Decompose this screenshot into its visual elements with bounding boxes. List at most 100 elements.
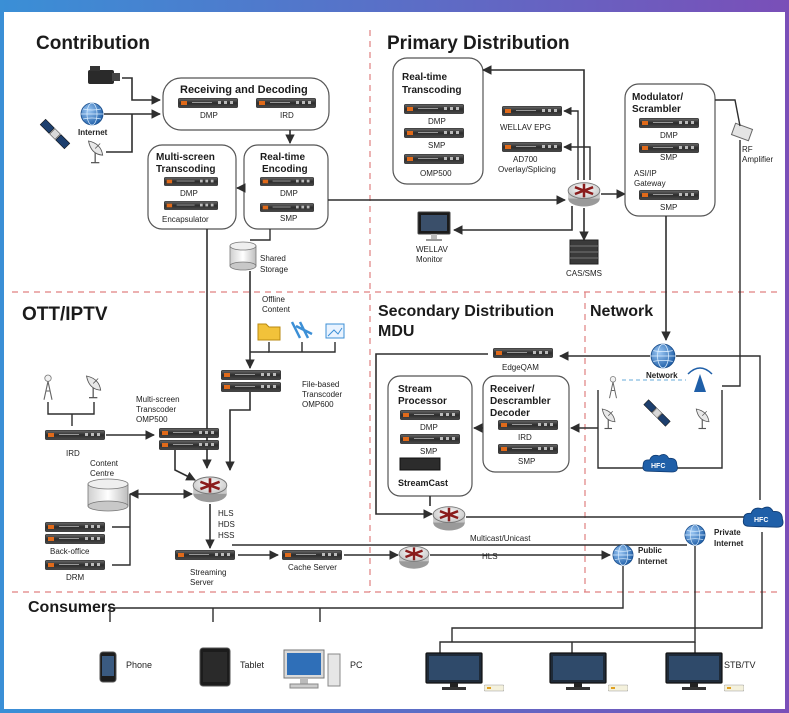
ms-dmp-rack [163, 177, 219, 186]
ms-transcoder-label-2: Transcoder [136, 405, 177, 414]
sp-dmp-rack [399, 410, 461, 420]
private-internet-label-1: Private [714, 528, 741, 537]
ms-encapsulator-label: Encapsulator [162, 215, 209, 224]
cache-server-rack [281, 550, 343, 560]
private-internet-globe-icon [684, 524, 706, 546]
ott-antenna-tower-icon [43, 374, 53, 401]
internet-globe-icon [80, 102, 104, 126]
primary-router-icon [567, 181, 601, 208]
pc-label: PC [350, 660, 363, 670]
shared-storage-icon [229, 241, 257, 271]
rtt-title-2: Transcoding [402, 85, 461, 96]
mod-dmp-rack [638, 118, 700, 128]
rte-dmp-rack [259, 177, 315, 186]
content-centre-label-2: Centre [90, 469, 115, 478]
content-centre-label-1: Content [90, 459, 119, 468]
broadcast-antenna-icon [687, 367, 713, 392]
recv-ird-label: IRD [280, 111, 294, 120]
hds-label: HDS [218, 520, 235, 529]
cas-sms-server-icon [569, 239, 599, 265]
rte-smp-label: SMP [280, 214, 297, 223]
rtt-smp-rack [403, 128, 465, 138]
rf-amplifier-label-2: Amplifier [742, 155, 773, 164]
back-office-rack-1 [44, 522, 106, 532]
section-consumers: Consumers [28, 599, 116, 616]
section-dividers [12, 30, 780, 593]
streaming-server-rack [174, 550, 236, 560]
section-mdu: MDU [378, 323, 414, 340]
rtt-title-1: Real-time [402, 72, 447, 83]
streamcast-device-icon [399, 457, 441, 471]
mod-smp-label: SMP [660, 153, 677, 162]
private-internet-label-2: Internet [714, 539, 744, 548]
shared-storage-label-1: Shared [260, 254, 286, 263]
streaming-server-label-1: Streaming [190, 568, 226, 577]
multicast-unicast-label: Multicast/Unicast [470, 534, 531, 543]
rd-title-1: Receiver/ [490, 384, 535, 395]
recv-dmp-rack [177, 98, 239, 108]
mod-title-1: Modulator/ [632, 92, 683, 103]
ott-ms-transcoder-rack-1 [158, 428, 220, 438]
pc-icon [283, 649, 341, 689]
media-files-icon [290, 321, 313, 339]
rd-smp-rack [497, 444, 559, 454]
network-region [597, 390, 723, 469]
receiving-decoding-panel [162, 77, 330, 131]
section-primary-distribution: Primary Distribution [387, 33, 570, 54]
wellav-monitor-icon [417, 211, 451, 241]
rf-amplifier-icon [730, 122, 754, 142]
mod-dmp-label: DMP [660, 131, 678, 140]
tv-icon-2 [549, 652, 607, 691]
sp-smp-label: SMP [420, 447, 437, 456]
network-globe-icon [650, 343, 676, 369]
recv-ird-rack [255, 98, 317, 108]
rd-ird-label: IRD [518, 433, 532, 442]
section-secondary-distribution: Secondary Distribution [378, 303, 554, 320]
offline-content-label-2: Content [262, 305, 291, 314]
realtime-transcoding-panel [392, 57, 484, 185]
image-file-icon [325, 323, 345, 339]
ms-encapsulator-rack [163, 201, 219, 210]
folder-icon [257, 323, 281, 341]
sp-smp-rack [399, 434, 461, 444]
stb-tv-label: STB/TV [724, 660, 756, 670]
sp-title-2: Processor [398, 396, 447, 407]
ms-dmp-label: DMP [180, 189, 198, 198]
internet-label: Internet [78, 128, 108, 137]
hfc-label-2: HFC [754, 517, 768, 524]
rd-smp-label: SMP [518, 457, 535, 466]
satellite-icon [39, 118, 71, 150]
hfc-label: HFC [651, 463, 665, 470]
asi-gateway-label-1: ASI/IP [634, 169, 657, 178]
rte-title-2: Encoding [262, 164, 308, 175]
recv-dmp-label: DMP [200, 111, 218, 120]
camera-icon [88, 66, 120, 84]
offline-content-label-1: Offline [262, 295, 286, 304]
sp-dmp-label: DMP [420, 423, 438, 432]
back-office-rack-2 [44, 534, 106, 544]
file-based-transcoder-rack [220, 370, 282, 380]
ott-ms-transcoder-rack-2 [158, 440, 220, 450]
ms-title-1: Multi-screen [156, 152, 215, 163]
rf-amplifier-label-1: RF [742, 145, 753, 154]
top-gradient-bar [0, 0, 789, 12]
monitor-label-1: WELLAV [416, 245, 449, 254]
tv-icon-3 [665, 652, 723, 691]
public-internet-label-2: Internet [638, 557, 668, 566]
tablet-icon [199, 647, 231, 687]
ms-transcoder-label-1: Multi-screen [136, 395, 180, 404]
section-ott-iptv: OTT/IPTV [22, 304, 108, 325]
edgeqam-label: EdgeQAM [502, 363, 539, 372]
network-dish-icon-1 [601, 408, 616, 430]
epg-rack [501, 106, 563, 116]
ad700-rack [501, 142, 563, 152]
satellite-dish-icon [87, 140, 104, 164]
stb-icon-3 [724, 684, 744, 692]
secondary-router-icon [432, 505, 466, 532]
network-label: Network [646, 371, 678, 380]
mod-smp2-label: SMP [660, 203, 677, 212]
section-contribution: Contribution [36, 33, 150, 54]
shared-storage-label-2: Storage [260, 265, 289, 274]
